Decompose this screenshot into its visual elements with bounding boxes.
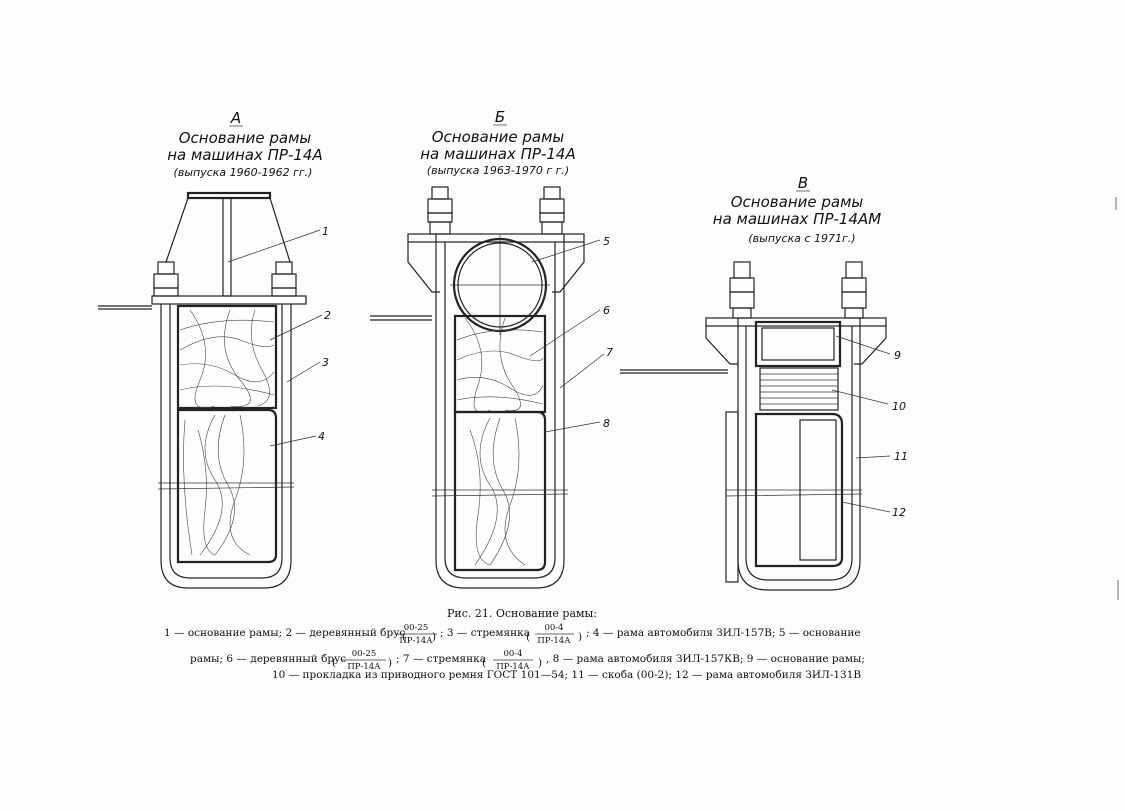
svg-text:(: ( xyxy=(482,657,486,669)
caption-frac4-den: ПР-14А xyxy=(496,662,530,672)
view-v-title-line1: Основание рамы xyxy=(731,193,864,211)
callout-11: 11 xyxy=(894,450,908,463)
view-v: В Основание рамы на машинах ПР-14АМ (вып… xyxy=(620,174,908,591)
caption-line1-b: ; 3 — стремянка xyxy=(440,627,530,639)
callout-7: 7 xyxy=(606,346,613,359)
view-v-title-line2: на машинах ПР-14АМ xyxy=(713,210,881,228)
view-b-title-line2: на машинах ПР-14А xyxy=(420,145,575,163)
caption-frac2-num: 00-4 xyxy=(544,623,563,633)
view-a-subtitle: (выпуска 1960-1962 гг.) xyxy=(174,166,313,179)
caption-frac3-num: 00-25 xyxy=(352,649,377,659)
view-b: Б Основание рамы на машинах ПР-14А (выпу… xyxy=(370,108,613,589)
svg-text:): ) xyxy=(432,631,436,643)
view-v-frame-base xyxy=(620,317,887,374)
caption-frac3-den: ПР-14А xyxy=(347,662,381,672)
view-b-u-bolt xyxy=(435,234,565,589)
caption-line1-a: 1 — основание рамы; 2 — деревянный брус xyxy=(164,627,405,639)
view-a: А Основание рамы на машинах ПР-14А (выпу… xyxy=(98,109,331,589)
caption-line3: 10 — прокладка из приводного ремня ГОСТ … xyxy=(272,669,861,681)
view-b-wood-beam xyxy=(453,314,547,414)
view-b-frame-base xyxy=(370,233,585,321)
view-a-title-line1: Основание рамы xyxy=(179,129,312,147)
view-b-vehicle-frame xyxy=(431,410,569,572)
view-a-frame-base xyxy=(98,191,307,310)
view-v-vehicle-frame xyxy=(725,412,863,568)
view-a-nuts xyxy=(153,261,297,297)
figure-caption: Рис. 21. Основание рамы: 1 — основание р… xyxy=(164,607,865,681)
callout-12: 12 xyxy=(892,506,906,519)
caption-frac2-den: ПР-14А xyxy=(537,636,571,646)
caption-frac4-num: 00-4 xyxy=(503,649,522,659)
caption-frac1-den: ПР-14А xyxy=(399,636,433,646)
view-b-title-line1: Основание рамы xyxy=(432,128,565,146)
caption-line2-b: ; 7 — стремянка xyxy=(396,653,486,665)
callout-10: 10 xyxy=(892,400,906,413)
view-b-pipe xyxy=(450,235,550,335)
callout-4: 4 xyxy=(318,430,325,443)
view-v-bracket xyxy=(737,318,861,591)
svg-text:): ) xyxy=(578,631,582,643)
svg-text:): ) xyxy=(388,657,392,669)
caption-line1-c: ; 4 — рама автомобиля ЗИЛ-157В; 5 — осно… xyxy=(586,627,861,639)
view-a-letter: А xyxy=(230,109,241,127)
view-v-letter: В xyxy=(798,174,808,192)
view-b-subtitle: (выпуска 1963-1970 г г.) xyxy=(427,164,569,177)
view-a-vehicle-frame xyxy=(157,408,295,564)
view-b-nuts xyxy=(427,186,565,235)
view-v-box-base xyxy=(754,320,842,368)
callout-6: 6 xyxy=(603,304,610,317)
caption-title: Рис. 21. Основание рамы: xyxy=(447,607,597,620)
svg-text:(: ( xyxy=(402,631,406,643)
callout-8: 8 xyxy=(603,417,610,430)
caption-line2-a: рамы; 6 — деревянный брус xyxy=(190,653,346,665)
svg-text:(: ( xyxy=(332,657,336,669)
view-v-nuts xyxy=(729,261,867,319)
svg-text:(: ( xyxy=(526,631,530,643)
svg-text:): ) xyxy=(538,657,542,669)
caption-line2-c: , 8 — рама автомобиля ЗИЛ-157КВ; 9 — осн… xyxy=(546,653,865,665)
callout-5: 5 xyxy=(603,235,610,248)
caption-frac1-num: 00-25 xyxy=(404,623,429,633)
view-a-u-bolt xyxy=(160,304,292,589)
view-v-belt-padding xyxy=(759,367,839,411)
view-a-title-line2: на машинах ПР-14А xyxy=(167,146,322,164)
callout-2: 2 xyxy=(324,309,331,322)
callout-1: 1 xyxy=(322,225,329,238)
callout-3: 3 xyxy=(322,356,329,369)
view-b-letter: Б xyxy=(495,108,505,126)
view-v-subtitle: (выпуска с 1971г.) xyxy=(748,232,855,245)
callout-9: 9 xyxy=(894,349,901,362)
view-a-wood-beam xyxy=(176,304,278,410)
